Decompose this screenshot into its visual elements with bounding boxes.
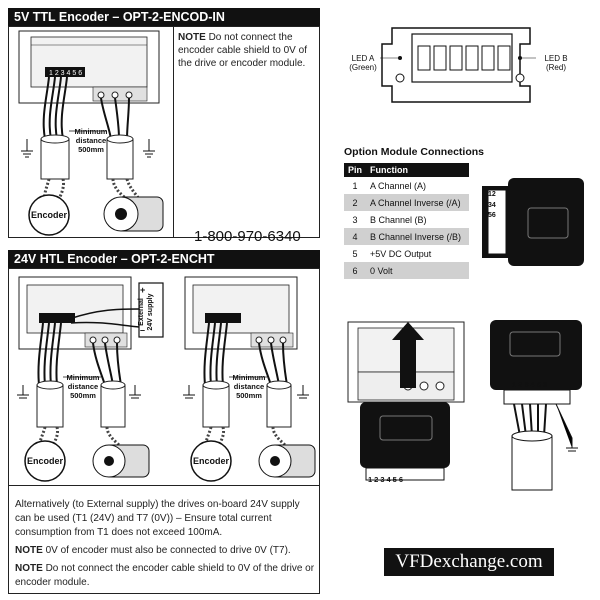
led-b-label: LED B (Red)	[544, 54, 568, 72]
module-install-drawing	[347, 321, 465, 481]
encoder-side-pin-numbers: 123456	[512, 380, 550, 389]
plus-symbol: +	[140, 285, 146, 295]
bottom-notes-panel: Alternatively (to External supply) the d…	[8, 486, 320, 594]
min-distance-text: Minimum distance 500mm	[74, 127, 108, 154]
minus-symbol: –	[140, 325, 146, 335]
encoder-label-left: Encoder	[26, 456, 63, 466]
bottom-note-1: NOTE 0V of encoder must also be connecte…	[15, 545, 291, 556]
led-a-label: LED A (Green)	[349, 54, 377, 72]
side-view-pin-numbers: 123456	[488, 191, 496, 219]
min-distance-text-left: Minimum distance 500mm	[66, 373, 100, 400]
alt-supply-paragraph: Alternatively (to External supply) the d…	[15, 499, 300, 538]
header-pin: Pin	[344, 163, 367, 177]
header-function: Function	[366, 163, 469, 177]
section1-note-panel: NOTE Do not connect the encoder cable sh…	[174, 26, 320, 245]
table-header-row: Pin Function	[344, 163, 469, 177]
encoder-label-right: Encoder	[192, 456, 229, 466]
min-distance-text-right: Minimum distance 500mm	[232, 373, 266, 400]
option-module-side-view	[482, 178, 584, 266]
section1-title: 5V TTL Encoder – OPT-2-ENCOD-IN	[8, 8, 320, 26]
module-encoder-drawing	[490, 320, 582, 491]
option-module-top-view	[380, 27, 536, 103]
phone-number: 1-800-970-6340	[194, 228, 301, 245]
ttl-wiring-diagram: 1 2 3 4 5 6	[18, 30, 164, 236]
option-module-table-title: Option Module Connections	[344, 146, 484, 158]
section1-note: NOTE Do not connect the encoder cable sh…	[178, 32, 307, 69]
encoder-label: Encoder	[30, 210, 67, 220]
section1-diagram-panel: 1 2 3 4 5 6	[8, 26, 174, 238]
table-row: 5+5V DC Output	[352, 248, 432, 259]
terminal-pin-numbers: 1 2 3 4 5 6	[49, 70, 82, 77]
watermark-logo: VFDexchange.com	[384, 548, 554, 576]
section2-title: 24V HTL Encoder – OPT-2-ENCHT	[8, 250, 320, 268]
install-pin-numbers: 123456	[368, 475, 406, 484]
htl-wiring-diagram	[17, 276, 316, 482]
bottom-note-2: NOTE Do not connect the encoder cable sh…	[15, 563, 315, 588]
section2-diagram-panel: External 24V supply + – Minimum distance…	[8, 268, 320, 486]
